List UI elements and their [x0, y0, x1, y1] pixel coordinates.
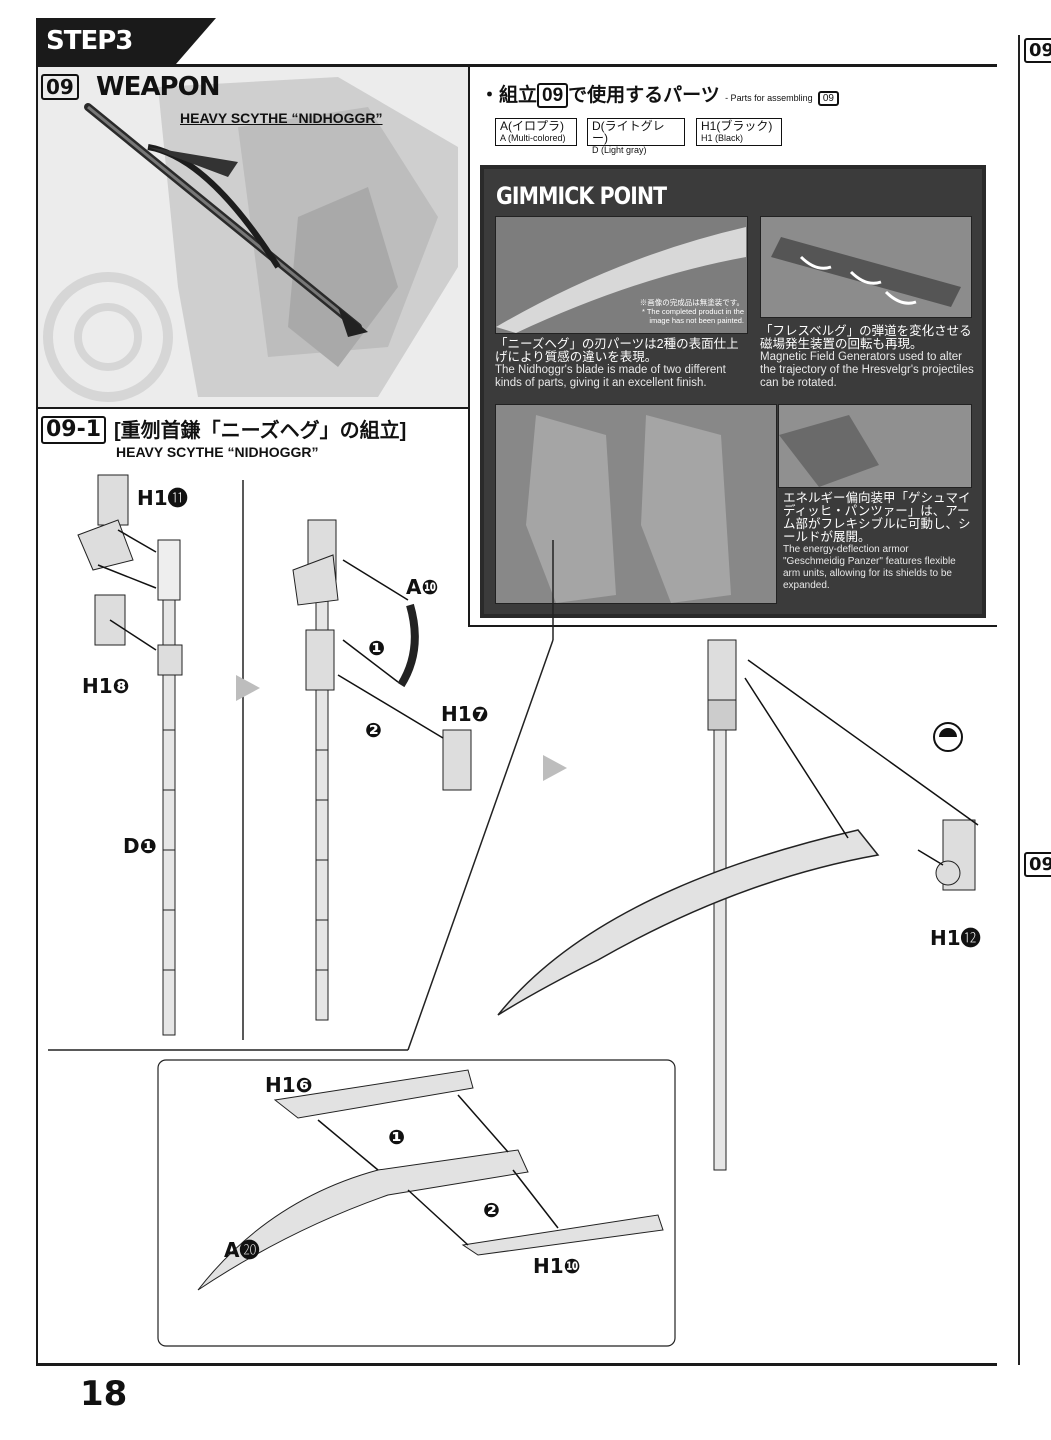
- next-page-step-bottom: 09: [1024, 852, 1051, 877]
- label-h1-7: H1❼: [441, 702, 489, 726]
- blade-photo-art: [496, 217, 747, 333]
- next-page-step-top: 09: [1024, 38, 1051, 63]
- parts-heading-sub-num: 09: [817, 91, 839, 106]
- field-caption-jp: 「フレスベルグ」の弾道を変化させる磁場発生装置の回転も再現。: [760, 324, 972, 351]
- field-photo-art: [761, 217, 971, 317]
- label-step2: ❷: [365, 718, 382, 742]
- section-title: [重刎首鎌「ニーズヘグ」の組立]: [114, 420, 407, 442]
- weapon-title: WEAPON: [96, 72, 220, 102]
- armor-photo-art: [496, 405, 776, 603]
- weapon-illustration: [43, 77, 458, 402]
- armor-caption-jp: エネルギー偏向装甲「ゲシュマイディッヒ・パンツァー」は、アーム部がフレキシブルに…: [783, 491, 971, 544]
- panel-divider-horizontal: [36, 407, 470, 409]
- arm-photo-art: [779, 405, 971, 487]
- label-h1-6: H1❻: [265, 1073, 313, 1097]
- gimmick-frame-bottom: [468, 625, 997, 627]
- part-h1-jp: H1(ブラック): [701, 119, 773, 133]
- photo-note-en2: image has not been painted.: [649, 316, 744, 325]
- page-number: 18: [80, 1374, 128, 1414]
- next-page-edge: [1018, 35, 1020, 1365]
- part-box-a: A(イロプラ) A (Multi-colored): [495, 118, 577, 146]
- label-h1-11: H1⓫: [137, 486, 188, 510]
- field-caption: 「フレスベルグ」の弾道を変化させる磁場発生装置の回転も再現。 Magnetic …: [760, 325, 974, 390]
- blade-caption-jp: 「ニーズヘグ」の刃パーツは2種の表面仕上げにより質感の違いを表現。: [495, 337, 739, 364]
- gimmick-frame: [468, 160, 999, 626]
- blade-caption-en: The Nidhoggr's blade is made of two diff…: [495, 364, 726, 389]
- bottom-rule: [36, 1363, 997, 1366]
- blade-photo: [495, 216, 748, 334]
- section-number: 09-1: [41, 416, 107, 444]
- inset-label-step1: ❶: [388, 1125, 405, 1149]
- gimmick-title: GIMMICK POINT: [496, 182, 667, 210]
- label-h1-10: H1❿: [533, 1254, 581, 1278]
- label-a20: A⓴: [224, 1238, 260, 1262]
- assembly-diagram: [48, 474, 979, 1347]
- part-box-d: D(ライトグレー) D (Light gray): [587, 118, 685, 155]
- step-number-badge: 09: [41, 74, 79, 100]
- part-d-en: D (Light gray): [592, 145, 647, 155]
- part-d-jp: D(ライトグレー): [592, 119, 665, 145]
- part-h1-en: H1 (Black): [701, 133, 744, 143]
- parts-heading-sub: - Parts for assembling: [725, 93, 813, 103]
- arm-photo: [778, 404, 972, 488]
- armor-caption: エネルギー偏向装甲「ゲシュマイディッヒ・パンツァー」は、アーム部がフレキシブルに…: [783, 492, 973, 592]
- section-subtitle: HEAVY SCYTHE “NIDHOGGR”: [116, 444, 319, 460]
- photo-note: ※画像の完成品は無塗装です。 * The completed product i…: [592, 298, 744, 325]
- weapon-image: [38, 67, 468, 407]
- step-tab: STEP3: [36, 18, 176, 64]
- weapon-callout: HEAVY SCYTHE “NIDHOGGR”: [180, 110, 383, 126]
- photo-note-jp: ※画像の完成品は無塗装です。: [639, 298, 744, 307]
- label-d1: D❶: [123, 834, 157, 858]
- parts-heading-prefix: ・組立: [480, 85, 538, 106]
- label-a10: A❿: [406, 575, 439, 599]
- field-caption-en: Magnetic Field Generators used to alter …: [760, 351, 974, 389]
- part-a-jp: A(イロプラ): [500, 119, 564, 133]
- part-a-en: A (Multi-colored): [500, 133, 566, 143]
- armor-caption-en: The energy-deflection armor "Geschmeidig…: [783, 544, 956, 591]
- field-photo: [760, 216, 972, 318]
- parts-heading-num: 09: [537, 83, 569, 108]
- label-h1-12: H1⓬: [930, 926, 981, 950]
- step-tab-tip: [176, 18, 216, 64]
- label-h1-8: H1❽: [82, 674, 130, 698]
- armor-photo: [495, 404, 777, 604]
- left-frame: [36, 64, 38, 1364]
- top-rule: [36, 64, 997, 67]
- part-box-h1: H1(ブラック) H1 (Black): [696, 118, 782, 146]
- step-label: STEP3: [46, 26, 133, 56]
- blade-caption: 「ニーズヘグ」の刃パーツは2種の表面仕上げにより質感の違いを表現。 The Ni…: [495, 338, 750, 390]
- parts-heading-suffix: で使用するパーツ: [568, 85, 720, 106]
- label-step1: ❶: [368, 636, 385, 660]
- photo-note-en1: * The completed product in the: [641, 307, 744, 316]
- inset-label-step2: ❷: [483, 1198, 500, 1222]
